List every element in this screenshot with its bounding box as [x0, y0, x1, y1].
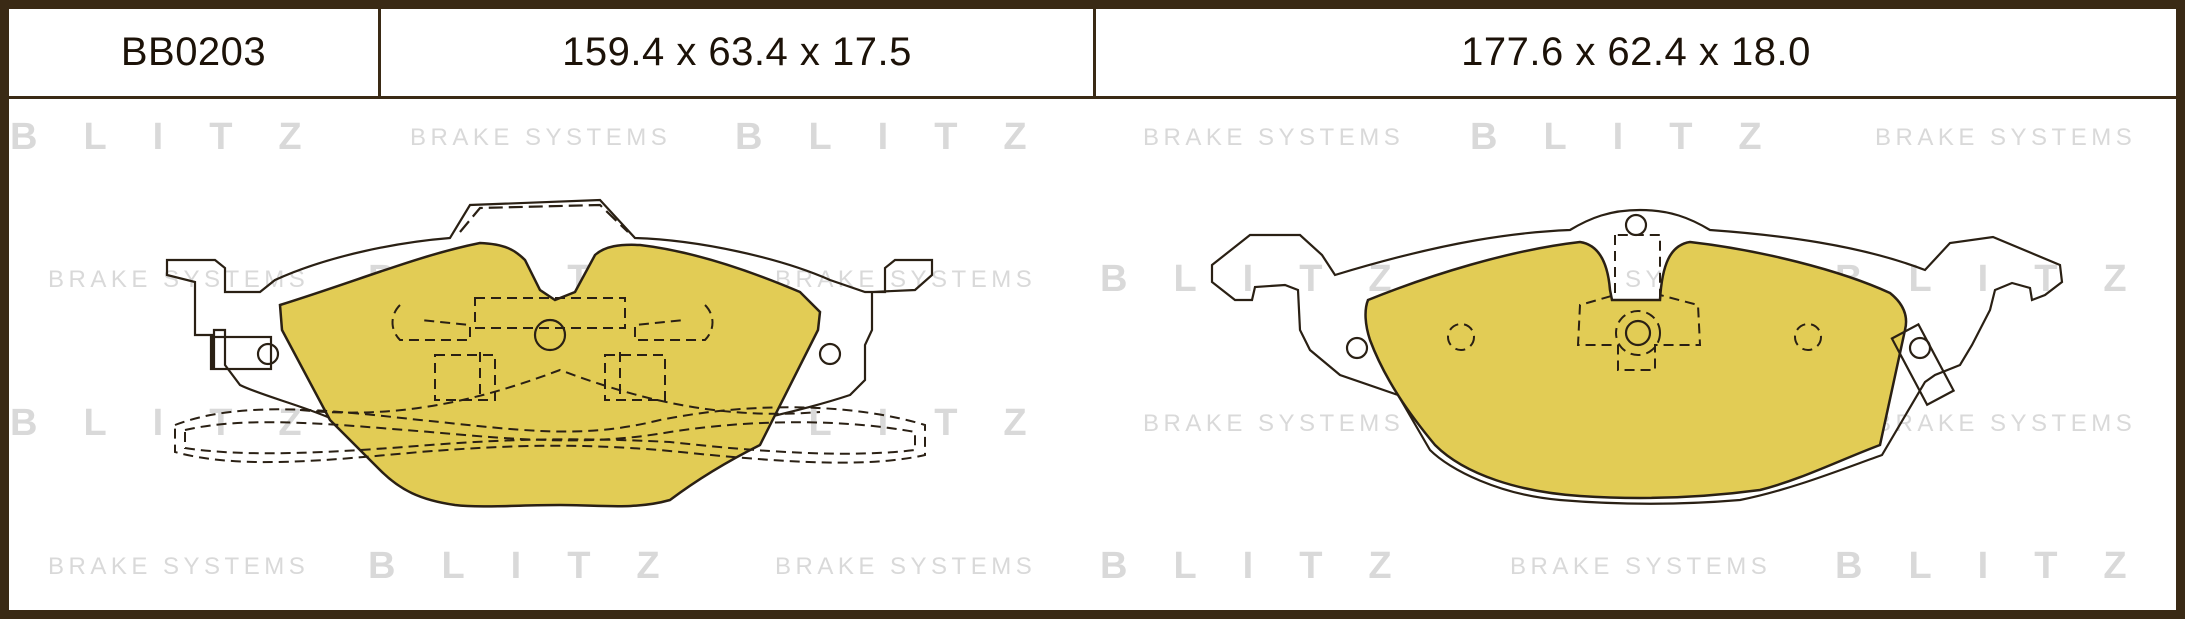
brake-pad-1-icon — [165, 198, 934, 508]
center-hole-1 — [533, 318, 567, 352]
hole-right-1 — [818, 342, 842, 366]
clip-tab-2 — [1890, 322, 1956, 407]
dimension-2: 177.6 x 62.4 x 18.0 — [1461, 30, 1811, 74]
brake-pad-2-icon — [1210, 208, 2064, 505]
clip-hole-1 — [256, 342, 280, 366]
hole-left-2 — [1345, 336, 1369, 360]
friction-pad-2 — [1364, 240, 1908, 500]
upper-tab-dashed-1 — [459, 203, 629, 233]
clip-tab-1 — [209, 335, 273, 371]
clip-hole-2 — [1908, 336, 1932, 360]
friction-pad-1 — [278, 241, 822, 508]
part-code: BB0203 — [9, 9, 381, 96]
top-hole-2 — [1624, 213, 1648, 237]
dimension-1: 159.4 x 63.4 x 17.5 — [381, 9, 1096, 96]
center-hole-2 — [1624, 319, 1652, 347]
backing-plate-2 — [1210, 208, 2064, 505]
header-row: BB0203 159.4 x 63.4 x 17.5 177.6 x 62.4 … — [9, 9, 2176, 99]
